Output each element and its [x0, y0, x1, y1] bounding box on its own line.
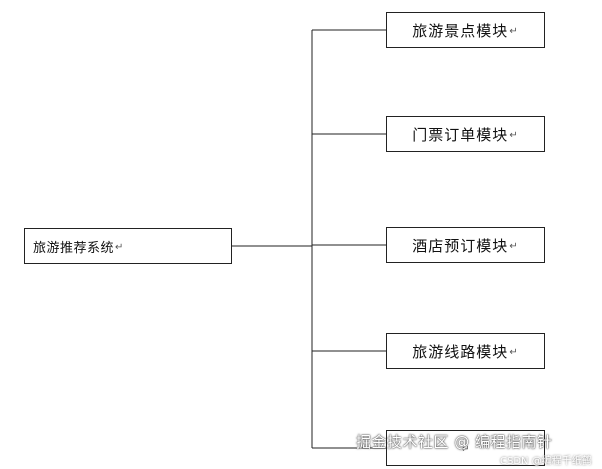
- module-label: 旅游景点模块: [412, 21, 509, 40]
- watermark-sub: CSDN @编程千纸鹤: [500, 456, 592, 467]
- paragraph-mark-icon: ↵: [115, 241, 124, 253]
- module-label: 门票订单模块: [412, 125, 509, 144]
- module-box-obscured: ↵: [386, 430, 545, 466]
- paragraph-mark-icon: ↵: [461, 443, 471, 455]
- module-box-travel-routes: 旅游线路模块↵: [386, 333, 545, 369]
- module-box-scenic-spots: 旅游景点模块↵: [386, 12, 545, 48]
- watermark-main: 掘金技术社区 @ 编程指南针: [356, 433, 553, 451]
- root-node-label: 旅游推荐系统: [33, 240, 115, 256]
- root-node-box: 旅游推荐系统↵: [24, 228, 232, 264]
- module-box-ticket-orders: 门票订单模块↵: [386, 116, 545, 152]
- module-box-hotel-booking: 酒店预订模块↵: [386, 227, 545, 263]
- paragraph-mark-icon: ↵: [509, 25, 519, 37]
- module-label: 酒店预订模块: [412, 236, 509, 255]
- paragraph-mark-icon: ↵: [509, 346, 519, 358]
- paragraph-mark-icon: ↵: [509, 240, 519, 252]
- paragraph-mark-icon: ↵: [509, 129, 519, 141]
- module-label: 旅游线路模块: [412, 342, 509, 361]
